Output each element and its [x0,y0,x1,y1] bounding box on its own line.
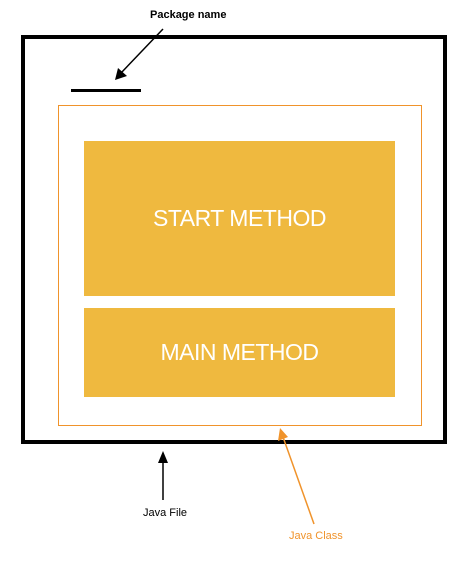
java-class-label: Java Class [289,530,343,542]
start-method-label: START METHOD [153,205,326,231]
package-name-label: Package name [150,9,227,21]
package-arrow [115,28,164,80]
main-method-label: MAIN METHOD [160,339,319,365]
main-method-block: MAIN METHOD [84,308,395,397]
start-method-block: START METHOD [84,141,395,296]
java-class-arrow [278,428,315,525]
java-class-box [58,105,422,426]
java-file-label: Java File [143,507,188,519]
java-file-arrow [158,451,168,500]
java-file-box [21,35,447,444]
package-name-line [71,89,141,92]
